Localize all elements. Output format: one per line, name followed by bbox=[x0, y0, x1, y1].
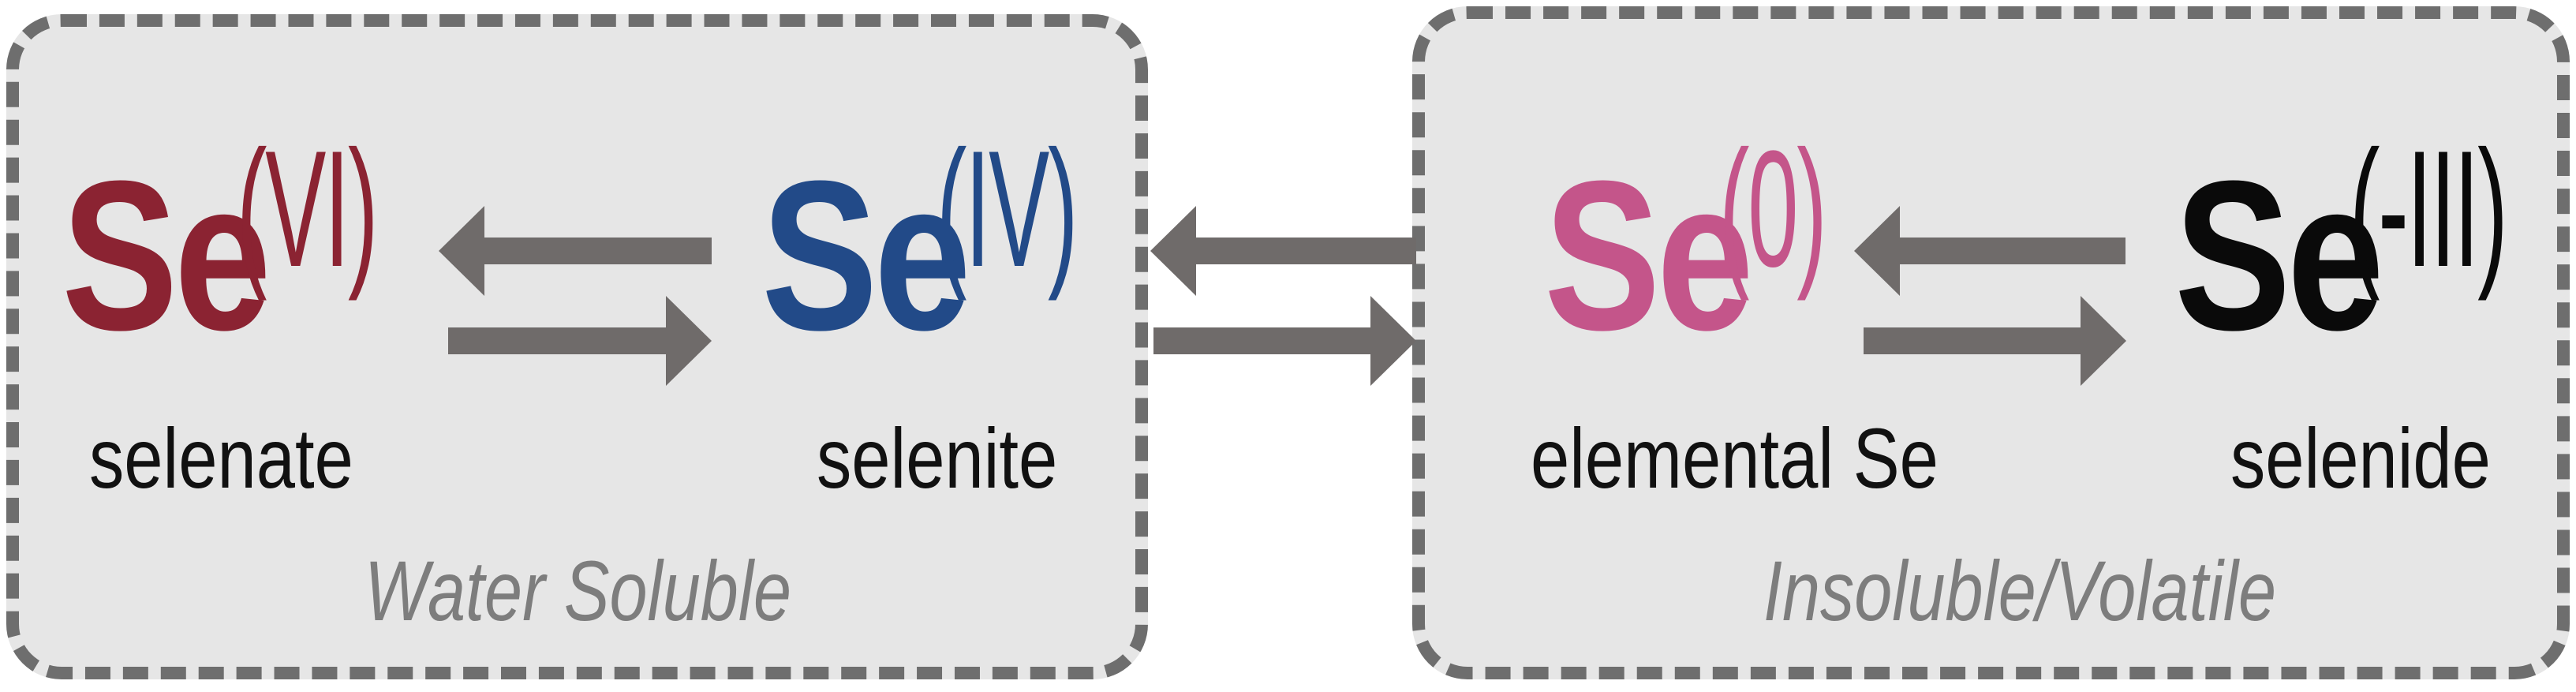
selenate-oxidation-state: (VI) bbox=[237, 116, 378, 301]
arrow-selenite-to-selenate bbox=[439, 206, 712, 296]
species-elemental-se: Se (0) bbox=[1544, 126, 1827, 375]
water-soluble-caption: Water Soluble bbox=[365, 543, 792, 638]
elemental-se-symbol: Se bbox=[1544, 137, 1754, 375]
selenate-symbol: Se bbox=[62, 137, 271, 375]
arrow-selenate-to-selenite bbox=[448, 296, 712, 386]
selenite-oxidation-state: (IV) bbox=[937, 116, 1078, 301]
selenite-label: selenite bbox=[817, 410, 1058, 506]
species-selenate: Se (VI) bbox=[62, 126, 378, 375]
selenite-symbol: Se bbox=[761, 137, 971, 375]
selenide-oxidation-state: (-III) bbox=[2350, 116, 2508, 301]
elemental-se-oxidation-state: (0) bbox=[1719, 116, 1827, 301]
arrow-selenite-to-elemental bbox=[1153, 296, 1416, 386]
arrow-elemental-to-selenide bbox=[1864, 296, 2126, 386]
arrow-selenide-to-elemental bbox=[1854, 206, 2125, 296]
species-selenite: Se (IV) bbox=[761, 126, 1078, 375]
elemental-se-label: elemental Se bbox=[1531, 410, 1939, 506]
selenide-label: selenide bbox=[2230, 410, 2491, 506]
arrow-elemental-to-selenite bbox=[1150, 206, 1416, 296]
selenide-symbol: Se bbox=[2174, 137, 2384, 375]
insoluble-volatile-caption: Insoluble/Volatile bbox=[1763, 543, 2277, 638]
selenate-label: selenate bbox=[89, 410, 353, 506]
species-selenide: Se (-III) bbox=[2174, 126, 2508, 375]
